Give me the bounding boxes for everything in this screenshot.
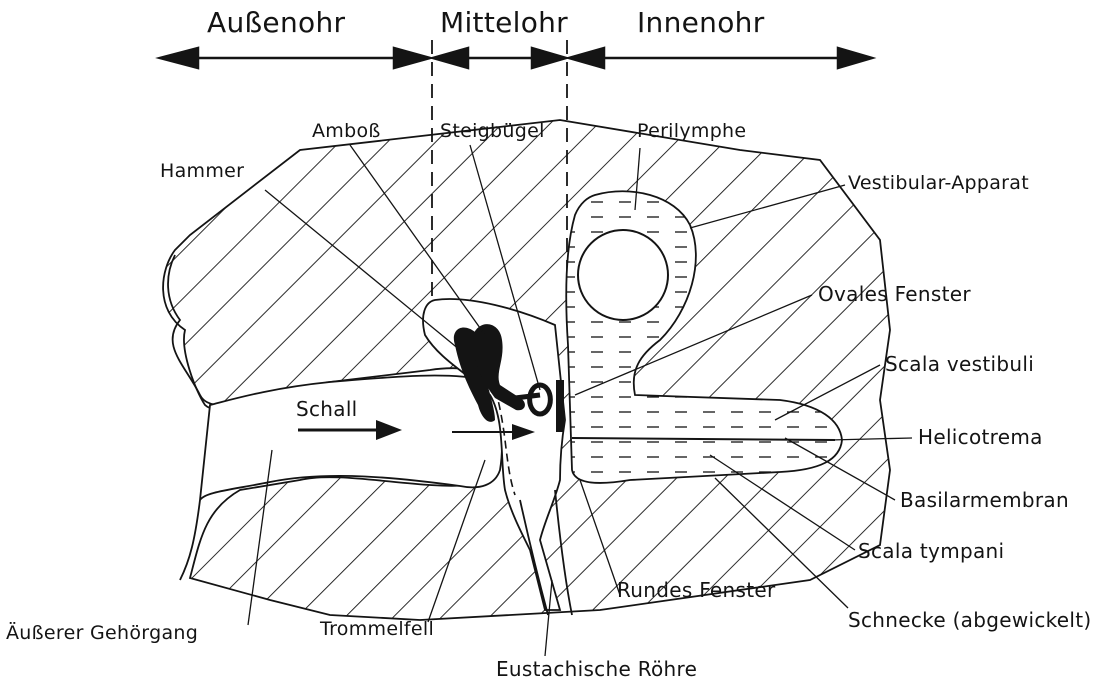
label-scala-tympani: Scala tympani [858, 539, 1004, 563]
label-helicotrema: Helicotrema [918, 425, 1043, 449]
label-trommelfell: Trommelfell [320, 618, 434, 640]
vestibular-ring [578, 230, 668, 320]
header-inner-ear: Innenohr [637, 6, 765, 39]
label-aeusserer-gehoergang: Äußerer Gehörgang [6, 622, 198, 644]
label-vestibular-apparat: Vestibular-Apparat [848, 172, 1029, 194]
label-perilymphe: Perilymphe [637, 120, 746, 142]
label-schall: Schall [296, 397, 358, 421]
label-rundes-fenster: Rundes Fenster [617, 578, 776, 602]
label-eustachische-roehre: Eustachische Röhre [496, 657, 697, 681]
oval-window [556, 380, 564, 432]
label-hammer: Hammer [160, 160, 244, 182]
label-ovales-fenster: Ovales Fenster [818, 282, 971, 306]
label-amboss: Amboß [312, 120, 381, 142]
header-middle-ear: Mittelohr [440, 6, 568, 39]
label-basilarmembran: Basilarmembran [900, 488, 1069, 512]
label-steigbuegel: Steigbügel [440, 120, 545, 142]
label-schnecke: Schnecke (abgewickelt) [848, 608, 1092, 632]
label-scala-vestibuli: Scala vestibuli [885, 352, 1034, 376]
header-outer-ear: Außenohr [207, 6, 345, 39]
region-arrows [160, 48, 872, 68]
